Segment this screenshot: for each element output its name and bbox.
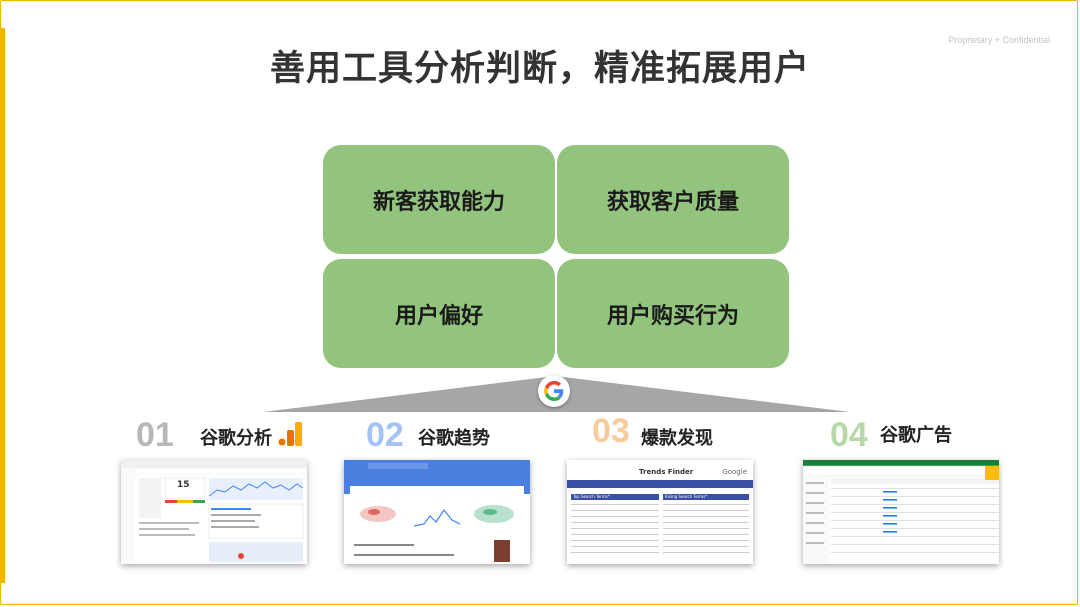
tool-number-04: 04 [830, 416, 868, 454]
tool-label-finder: 爆款发现 [641, 428, 713, 449]
quadrant-purchase-behavior: 用户购买行为 [557, 259, 789, 368]
tool-label-trends: 谷歌趋势 [418, 428, 490, 449]
google-g-icon [538, 375, 570, 407]
screenshot-google-analytics: 15 [121, 460, 307, 564]
tool-number-03: 03 [592, 412, 630, 450]
accent-bar [0, 28, 5, 583]
google-wordmark: Google [722, 468, 747, 476]
google-analytics-icon [278, 422, 302, 446]
screenshot-google-trends [344, 460, 530, 564]
quadrant-user-preference: 用户偏好 [323, 259, 555, 368]
confidential-label: Proprietary + Confidential [948, 35, 1050, 45]
quadrant-customer-quality: 获取客户质量 [557, 145, 789, 254]
screenshot-trends-finder: Trends Finder Google Top Search Terms* R… [567, 460, 753, 564]
quadrant-new-customer: 新客获取能力 [323, 145, 555, 254]
slide-title: 善用工具分析判断，精准拓展用户 [269, 49, 810, 89]
tool-number-01: 01 [136, 416, 174, 454]
analytics-big-number: 15 [177, 480, 190, 490]
rising-search-terms-header: Rising Search Terms* [665, 494, 708, 499]
screenshot-google-ads [803, 460, 999, 564]
tool-number-02: 02 [366, 416, 404, 454]
trends-finder-title: Trends Finder [639, 468, 694, 476]
top-search-terms-header: Top Search Terms* [573, 494, 610, 499]
tool-label-ads: 谷歌广告 [880, 425, 952, 446]
tool-label-analytics: 谷歌分析 [200, 428, 272, 449]
